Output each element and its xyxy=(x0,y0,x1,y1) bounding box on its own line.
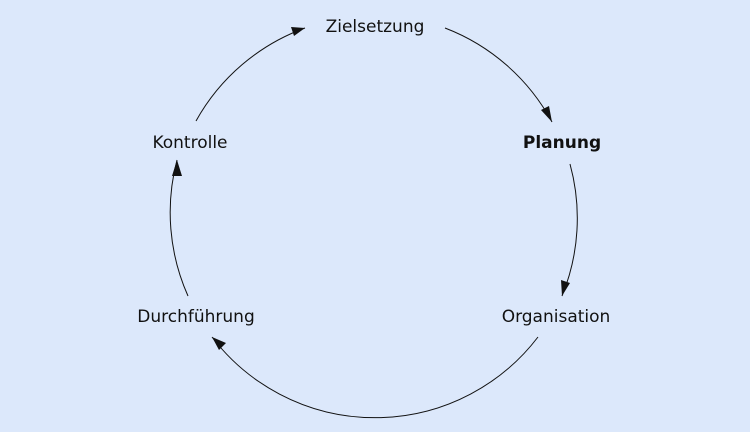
arrow-kontrolle-to-zielsetzung xyxy=(195,27,306,122)
arrowhead-organisation-icon xyxy=(561,280,570,296)
cycle-steps: Zielsetzung Planung Organisation Durchfü… xyxy=(137,17,610,327)
arrowhead-zielsetzung-icon xyxy=(291,27,305,36)
cycle-arrows xyxy=(169,27,578,419)
arrow-planung-to-organisation xyxy=(561,163,578,297)
step-label-organisation: Organisation xyxy=(502,307,611,327)
arrowhead-durchfuehrung-icon xyxy=(212,337,226,350)
step-label-kontrolle: Kontrolle xyxy=(152,133,227,153)
arrowhead-planung-icon xyxy=(541,106,552,122)
arrow-zielsetzung-to-planung xyxy=(444,27,553,123)
step-label-zielsetzung: Zielsetzung xyxy=(326,17,425,37)
step-label-durchfuehrung: Durchführung xyxy=(137,307,254,327)
arrow-organisation-to-durchfuehrung xyxy=(211,336,539,419)
step-label-planung: Planung xyxy=(523,133,601,153)
arrowhead-kontrolle-icon xyxy=(172,160,182,176)
